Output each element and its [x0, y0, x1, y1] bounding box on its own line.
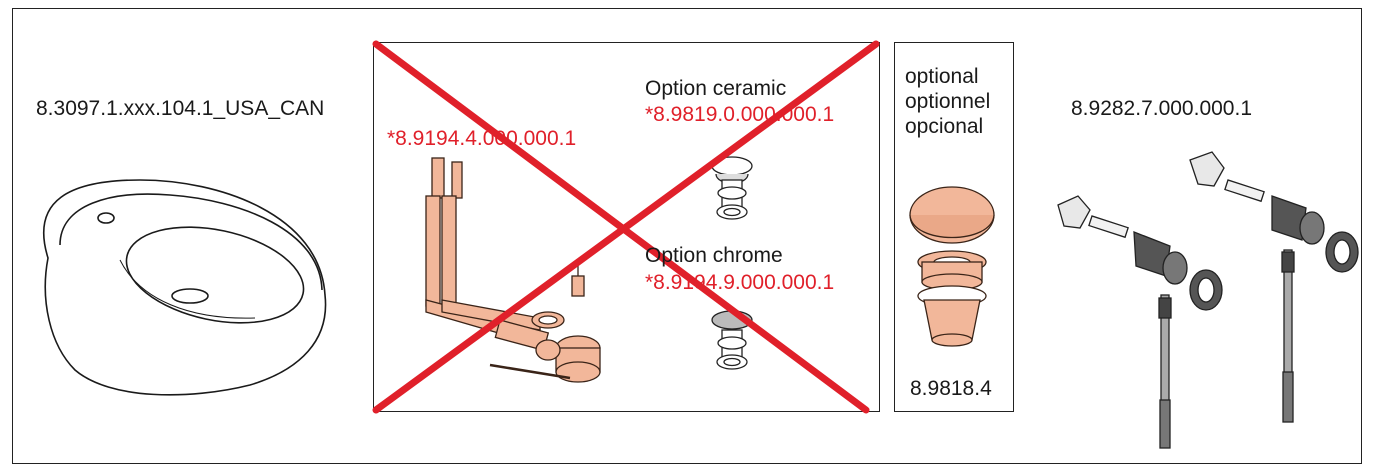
basin-part-number: 8.3097.1.xxx.104.1_USA_CAN — [36, 97, 325, 120]
crossed-out-panel — [373, 42, 880, 412]
fixing-kit-part-number: 8.9282.7.000.000.1 — [1071, 97, 1253, 120]
red-cross-out — [372, 40, 880, 414]
optional-panel — [894, 42, 1014, 412]
option-chrome-label: Option chrome — [645, 244, 783, 267]
optional-label-en: optional — [905, 65, 979, 88]
ceramic-option-drawing — [711, 156, 753, 220]
basin-drawing — [42, 179, 327, 396]
drain-part-number: *8.9194.4.000.000.1 — [387, 127, 577, 150]
option-chrome-part-number: *8.9194.9.000.000.1 — [645, 271, 835, 294]
option-ceramic-label: Option ceramic — [645, 77, 787, 100]
drain-assembly-drawing — [425, 157, 601, 383]
option-ceramic-part-number: *8.9819.0.000.000.1 — [645, 103, 835, 126]
optional-label-fr: optionnel — [905, 90, 991, 113]
optional-label-es: opcional — [905, 115, 984, 138]
fixing-kit-drawing — [1057, 151, 1359, 449]
optional-drain-drawing — [909, 186, 995, 347]
optional-part-number: 8.9818.4 — [910, 377, 992, 400]
diagram-frame — [12, 8, 1362, 464]
